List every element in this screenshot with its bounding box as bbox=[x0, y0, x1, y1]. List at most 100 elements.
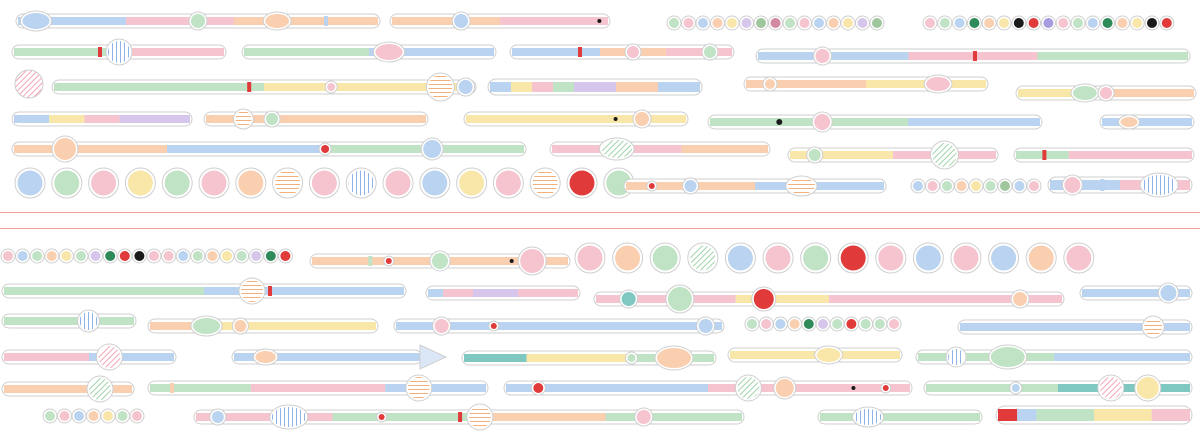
round-sticker bbox=[737, 377, 760, 399]
round-sticker bbox=[927, 181, 938, 191]
tape-segment bbox=[440, 257, 568, 265]
tape-segment bbox=[204, 287, 404, 295]
round-sticker bbox=[236, 251, 247, 261]
tape-segment bbox=[250, 384, 386, 392]
tape-segment bbox=[918, 353, 1054, 361]
round-sticker bbox=[761, 319, 772, 329]
tape-segment bbox=[1106, 89, 1194, 97]
oval-sticker bbox=[22, 13, 50, 29]
round-sticker bbox=[756, 18, 766, 28]
round-sticker bbox=[14, 69, 44, 99]
round-sticker bbox=[1102, 18, 1113, 28]
round-sticker bbox=[1014, 181, 1025, 191]
tape-segment bbox=[574, 82, 616, 92]
tape-segment bbox=[960, 323, 1075, 331]
round-sticker bbox=[458, 80, 473, 94]
tape-segment bbox=[119, 115, 190, 123]
round-sticker bbox=[999, 18, 1009, 28]
tape-segment bbox=[49, 115, 85, 123]
round-sticker bbox=[238, 170, 264, 196]
round-sticker bbox=[942, 181, 952, 191]
round-sticker bbox=[704, 46, 716, 58]
round-sticker bbox=[1029, 181, 1039, 191]
round-sticker bbox=[954, 18, 965, 28]
round-sticker bbox=[280, 251, 291, 261]
round-sticker bbox=[378, 414, 385, 420]
tape-segment bbox=[908, 118, 1040, 126]
round-sticker bbox=[846, 319, 857, 329]
round-sticker bbox=[1043, 18, 1054, 28]
round-sticker bbox=[948, 349, 965, 365]
oval-sticker bbox=[657, 348, 691, 368]
round-sticker bbox=[89, 378, 111, 400]
round-sticker bbox=[814, 114, 831, 130]
round-sticker bbox=[577, 245, 603, 271]
round-sticker bbox=[785, 18, 795, 28]
round-sticker bbox=[201, 170, 227, 196]
round-sticker bbox=[211, 411, 224, 423]
round-sticker bbox=[90, 251, 101, 261]
tick-mark bbox=[1042, 150, 1047, 160]
round-sticker bbox=[913, 181, 923, 191]
tape-segment bbox=[1151, 409, 1190, 421]
oval-sticker bbox=[787, 178, 816, 194]
round-sticker bbox=[495, 170, 521, 196]
round-sticker bbox=[832, 319, 843, 329]
round-sticker bbox=[533, 383, 544, 393]
round-sticker bbox=[468, 406, 491, 428]
round-sticker bbox=[178, 251, 189, 261]
round-sticker bbox=[889, 319, 899, 329]
tape-segment bbox=[54, 83, 264, 91]
round-sticker bbox=[1000, 181, 1010, 191]
round-sticker bbox=[799, 18, 810, 28]
round-sticker bbox=[953, 245, 979, 271]
tape-segment bbox=[14, 115, 50, 123]
round-sticker bbox=[79, 312, 98, 330]
tape-segment bbox=[119, 48, 224, 56]
round-sticker bbox=[207, 251, 218, 261]
tape-segment bbox=[790, 151, 893, 159]
round-sticker bbox=[932, 143, 957, 167]
round-sticker bbox=[843, 18, 853, 28]
round-sticker bbox=[265, 251, 276, 261]
tape-segment bbox=[526, 354, 627, 362]
round-sticker bbox=[321, 145, 330, 153]
round-sticker bbox=[808, 149, 821, 161]
tape-segment bbox=[605, 413, 742, 421]
round-sticker bbox=[164, 170, 190, 196]
tape-segment bbox=[4, 353, 89, 361]
round-sticker bbox=[712, 18, 723, 28]
round-sticker bbox=[1073, 18, 1083, 28]
round-sticker bbox=[765, 245, 791, 271]
tape-segment bbox=[829, 295, 1062, 303]
round-sticker bbox=[1100, 87, 1112, 99]
round-sticker bbox=[969, 18, 980, 28]
tape-segment bbox=[532, 82, 553, 92]
round-sticker bbox=[1160, 285, 1177, 301]
round-sticker bbox=[878, 245, 904, 271]
round-sticker bbox=[348, 170, 374, 196]
round-sticker bbox=[872, 18, 882, 28]
round-sticker bbox=[860, 319, 871, 329]
tape-segment bbox=[443, 289, 473, 297]
round-sticker bbox=[770, 18, 781, 28]
round-sticker bbox=[1058, 18, 1069, 28]
dot-icon bbox=[613, 117, 618, 121]
dot-icon bbox=[851, 386, 856, 390]
round-sticker bbox=[532, 170, 558, 196]
round-sticker bbox=[1117, 18, 1128, 28]
round-sticker bbox=[149, 251, 159, 261]
tape-segment bbox=[1036, 409, 1094, 421]
round-sticker bbox=[874, 319, 885, 329]
tape-segment bbox=[167, 145, 320, 153]
round-sticker bbox=[1132, 18, 1143, 28]
tape-segment bbox=[758, 52, 909, 60]
round-sticker bbox=[490, 323, 497, 329]
tick-mark bbox=[324, 16, 328, 26]
tape-segment bbox=[428, 289, 443, 297]
tick-mark bbox=[578, 47, 582, 57]
round-sticker bbox=[765, 79, 775, 89]
tape-segment bbox=[820, 413, 980, 421]
round-sticker bbox=[520, 249, 545, 273]
sticker-panel-bottom bbox=[0, 228, 1200, 433]
